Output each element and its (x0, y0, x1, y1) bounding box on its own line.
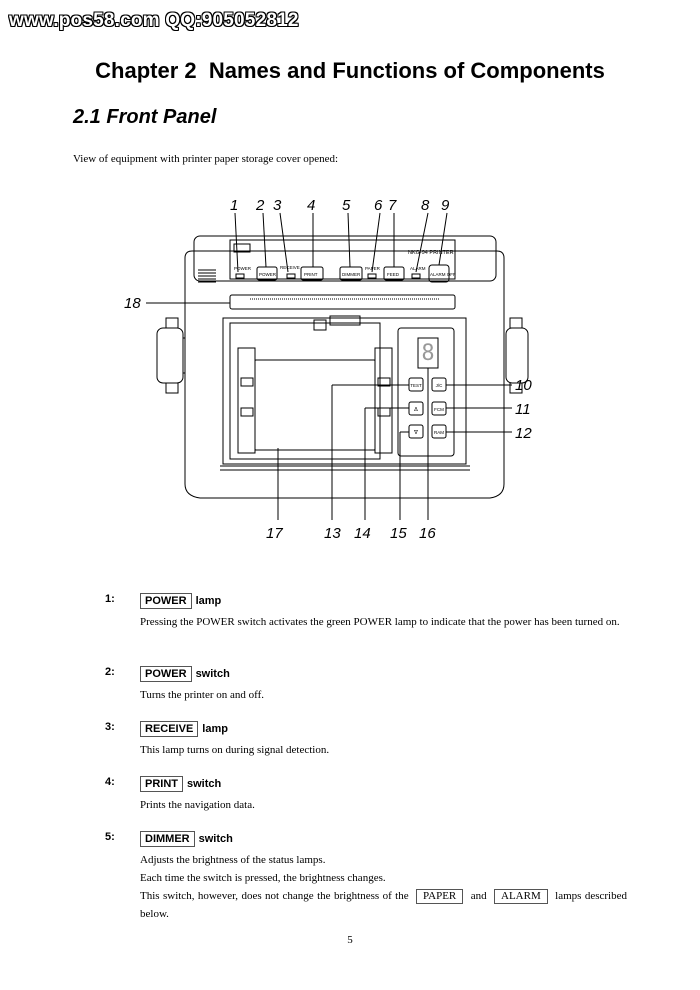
text-fragment: This switch, however, does not change th… (140, 890, 409, 902)
up-key-label: Δ (414, 407, 418, 413)
receive-lamp-label: RECEIVE (280, 265, 300, 270)
front-panel-diagram: 8 NKG-94 PRINTER POWER POWER RECEIVE PRI… (124, 197, 532, 542)
chapter-title: Chapter 2 Names and Functions of Compone… (95, 58, 605, 83)
component-type: switch (195, 668, 230, 680)
description-line: Pressing the POWER switch activates the … (140, 616, 620, 628)
feed-button-label: FEED (387, 272, 400, 277)
item-number: 4: (105, 776, 115, 788)
callout-11: 11 (515, 401, 531, 418)
brand-logo (233, 243, 251, 253)
callout-7: 7 (388, 197, 397, 214)
text-fragment: lamps described below. (140, 890, 627, 920)
alarm-lamp-label: ALARM (410, 266, 426, 271)
item-description: Turns the printer on and off. (140, 686, 627, 704)
callout-6: 6 (374, 197, 383, 214)
power-lamp-label: POWER (234, 266, 252, 271)
component-type: lamp (202, 723, 228, 735)
callout-2: 2 (255, 197, 265, 214)
callout-3: 3 (273, 197, 282, 214)
component-name-box: POWER (140, 593, 192, 609)
description-line: Turns the printer on and off. (140, 689, 265, 701)
callout-5: 5 (342, 197, 351, 214)
alarm-lamp-box: ALARM (494, 889, 548, 904)
callout-14: 14 (354, 525, 371, 542)
test-key-label: TEST (410, 383, 422, 388)
item-heading: PRINT switch (140, 776, 221, 792)
callout-18: 18 (124, 295, 141, 312)
item-number: 5: (105, 831, 115, 843)
text-fragment: and (470, 890, 487, 902)
print-button-label: PRINT (304, 272, 318, 277)
segment-display-icon: 8 (421, 341, 434, 366)
paper-lamp-label: PAPER (365, 266, 381, 271)
item-description: This lamp turns on during signal detecti… (140, 741, 627, 759)
item-description: Prints the navigation data. (140, 796, 627, 814)
description-line: Prints the navigation data. (140, 799, 255, 811)
intro-text: View of equipment with printer paper sto… (73, 153, 339, 165)
page-number: 5 (347, 934, 353, 946)
component-type: switch (187, 778, 222, 790)
down-key-label: ∇ (413, 429, 419, 436)
component-type: switch (198, 833, 233, 845)
component-name-box: RECEIVE (140, 721, 199, 737)
item-number: 2: (105, 666, 115, 678)
description-line: This switch, however, does not change th… (140, 887, 627, 923)
item-number: 1: (105, 593, 115, 605)
model-label: NKG-94 PRINTER (408, 250, 454, 256)
callout-4: 4 (307, 197, 315, 214)
component-name-box: POWER (140, 666, 192, 682)
callout-8: 8 (421, 197, 430, 214)
callout-10: 10 (515, 377, 532, 394)
callout-1: 1 (230, 197, 238, 214)
description-line: Adjusts the brightness of the status lam… (140, 854, 326, 866)
description-line: Each time the switch is pressed, the bri… (140, 872, 386, 884)
paper-lamp-box: PAPER (416, 889, 464, 904)
callout-16: 16 (419, 525, 436, 542)
section-title: 2.1 Front Panel (73, 106, 217, 128)
description-line: This lamp turns on during signal detecti… (140, 744, 330, 756)
component-name-box: DIMMER (140, 831, 195, 847)
callout-15: 15 (390, 525, 407, 542)
item-description: Adjusts the brightness of the status lam… (140, 851, 627, 923)
item-description: Pressing the POWER switch activates the … (140, 613, 627, 631)
jc-key-label: J/C (436, 383, 444, 388)
callout-17: 17 (266, 525, 283, 542)
watermark: www.pos58.com QQ:905052812 (9, 10, 299, 31)
alarm-off-button-label: ALARM OFF (430, 272, 456, 277)
component-type: lamp (195, 595, 222, 607)
callout-12: 12 (515, 425, 532, 442)
callout-9: 9 (441, 197, 450, 214)
fcm-key-label: FCM (434, 407, 444, 412)
item-number: 3: (105, 721, 115, 733)
power-button-label: POWER (259, 272, 277, 277)
dimmer-button-label: DIMMER (342, 272, 361, 277)
ram-key-label: RAM (434, 430, 444, 435)
callout-13: 13 (324, 525, 341, 542)
component-name-box: PRINT (140, 776, 183, 792)
